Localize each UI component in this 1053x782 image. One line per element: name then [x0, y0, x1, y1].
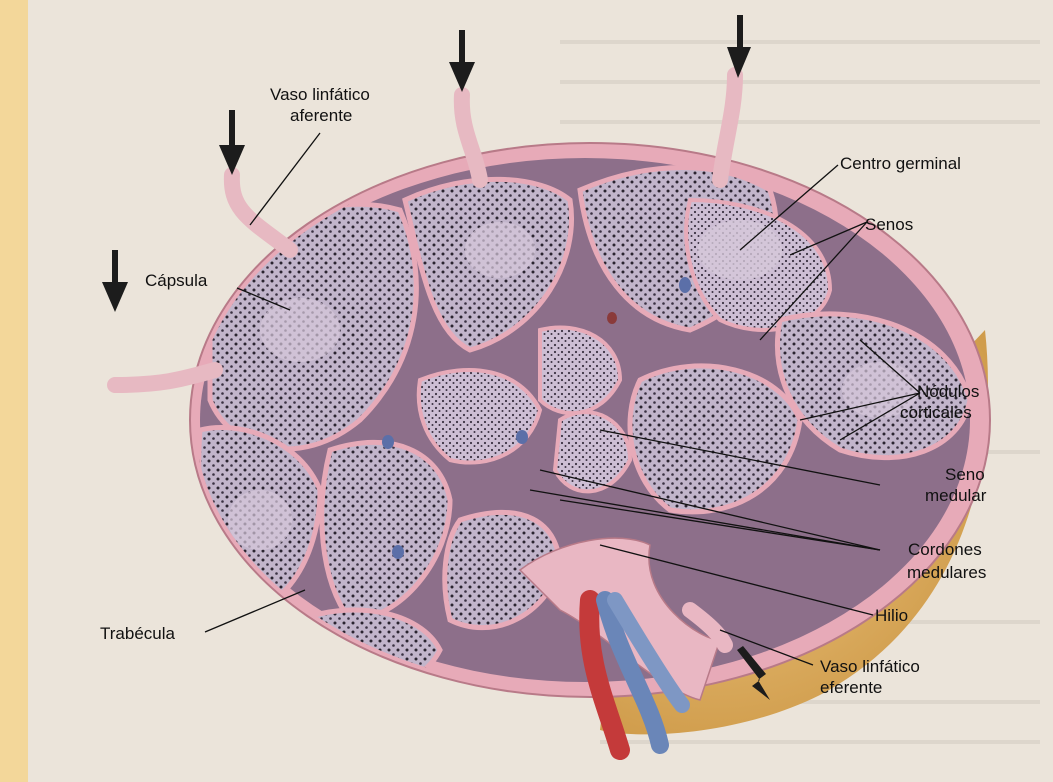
label-hilum: Hilio	[875, 606, 908, 625]
label-trabecula: Trabécula	[100, 624, 176, 643]
label-afferent-line1: Vaso linfático	[270, 85, 370, 104]
label-efferent-line2: eferente	[820, 678, 882, 697]
label-medullary-cords-line1: Cordones	[908, 540, 982, 559]
label-medullary-sinus-line1: Seno	[945, 465, 985, 484]
label-cortical-nodules-line1: Nódulos	[917, 382, 979, 401]
label-germinal-center: Centro germinal	[840, 154, 961, 173]
label-efferent-line1: Vaso linfático	[820, 657, 920, 676]
page-margin-strip	[0, 0, 28, 782]
label-sinuses: Senos	[865, 215, 913, 234]
label-cortical-nodules-line2: corticales	[900, 403, 972, 422]
label-medullary-sinus-line2: medular	[925, 486, 987, 505]
label-afferent-line2: aferente	[290, 106, 352, 125]
label-capsule: Cápsula	[145, 271, 208, 290]
label-medullary-cords-line2: medulares	[907, 563, 986, 582]
